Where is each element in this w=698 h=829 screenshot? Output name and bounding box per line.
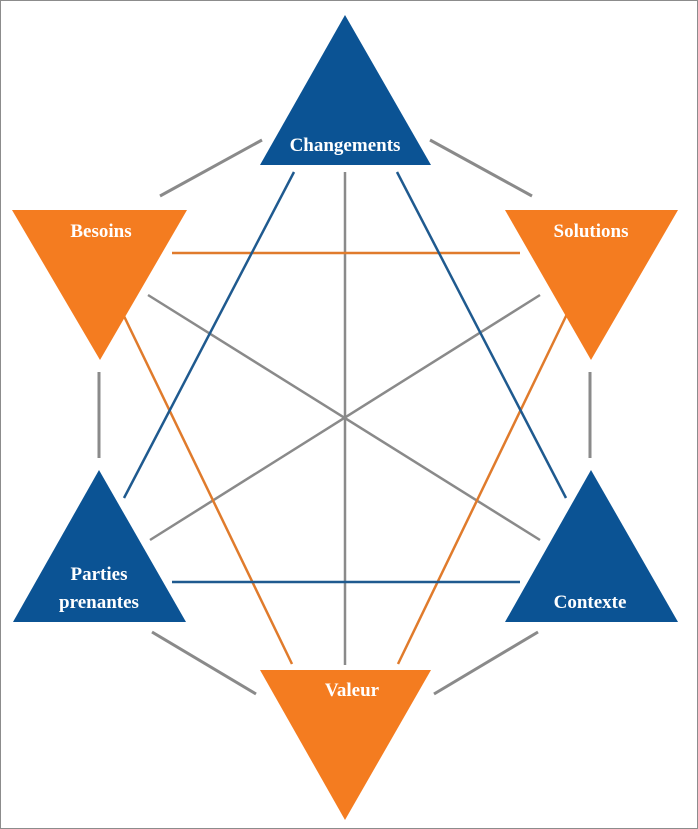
blue-lines [122,171,568,584]
connector-changements-besoins [159,138,263,198]
connector-parties-valeur [151,630,257,696]
line-changements-parties [122,171,296,499]
line-besoins-valeur [120,311,294,665]
contexte-label: Contexte [554,592,627,613]
solutions-triangle [505,210,678,360]
changements-label: Changements [290,135,401,156]
solutions-label: Solutions [554,221,629,242]
parties-prenantes-label-line1: Parties [71,564,128,585]
gray-internal-lines [147,172,541,665]
parties-prenantes-triangle [13,470,186,622]
parties-prenantes-label-line2: prenantes [59,592,139,613]
outer-connectors [97,138,592,696]
connector-changements-solutions [429,138,533,198]
besoins-triangle [12,210,187,360]
besoins-label: Besoins [70,221,131,242]
line-solutions-valeur [396,311,570,665]
line-parties-solutions [149,293,541,542]
changements-triangle [260,15,431,165]
orange-lines [120,251,570,665]
connector-contexte-valeur [433,630,539,696]
valeur-triangle [260,670,431,820]
line-changements-contexte [395,171,568,499]
valeur-label: Valeur [325,680,380,701]
contexte-triangle [505,470,678,622]
